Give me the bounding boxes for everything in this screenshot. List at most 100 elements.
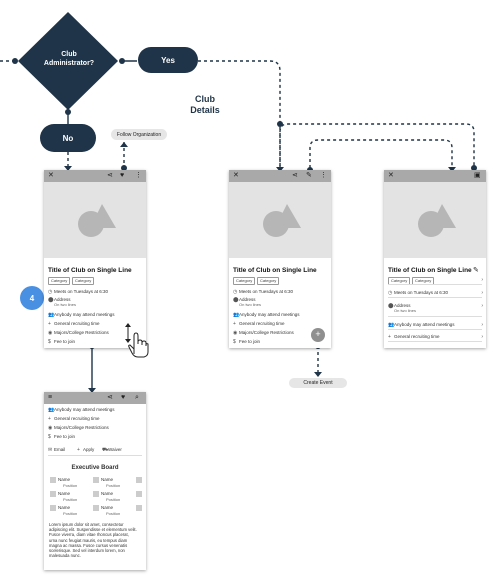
chevron-right-icon[interactable]: ›	[481, 303, 483, 309]
category-tag: Category	[48, 277, 71, 285]
attendance-row: 👥Anybody may attend meetings	[48, 407, 115, 413]
board-member[interactable]: Name	[93, 477, 113, 483]
edit-club-screen: ✕ ▣ Title of Club on Single Line ✎ Categ…	[384, 170, 486, 348]
board-member[interactable]: Name	[50, 477, 70, 483]
follow-organization-chip: Follow Organization	[111, 129, 167, 140]
member-position: Position	[106, 497, 121, 502]
club-image-placeholder	[229, 182, 331, 258]
step-badge: 4	[20, 286, 44, 310]
waiver-action[interactable]: ⛟Waiver	[102, 447, 122, 453]
board-member[interactable]	[136, 505, 144, 511]
category-tag[interactable]: Category	[412, 277, 435, 285]
board-member[interactable]: Name	[93, 505, 113, 511]
heart-icon[interactable]: ♥	[121, 394, 126, 401]
board-member[interactable]: Name	[50, 505, 70, 511]
board-member[interactable]: Name	[50, 491, 70, 497]
chevron-right-icon[interactable]: ›	[481, 334, 483, 340]
club-image-placeholder	[44, 182, 146, 258]
chevron-right-icon[interactable]: ›	[481, 277, 483, 283]
image-placeholder-icon	[263, 204, 301, 237]
attendance-row[interactable]: 👥Anybody may attend meetings	[388, 322, 455, 328]
close-icon[interactable]: ✕	[48, 172, 54, 179]
category-tag[interactable]: Category	[388, 277, 411, 285]
admin-loop-connector	[279, 123, 475, 168]
chevron-right-icon[interactable]: ›	[481, 290, 483, 296]
more-icon[interactable]: ⋮	[135, 172, 142, 179]
address-row[interactable]: ⬤Address	[388, 303, 411, 309]
image-placeholder-icon	[418, 204, 456, 237]
address-subline: On two lines	[239, 302, 262, 307]
board-member[interactable]	[136, 491, 144, 497]
category-tag: Category	[257, 277, 280, 285]
screen-toolbar: ✕ ⋖ ✎ ⋮	[229, 170, 331, 182]
recruiting-row[interactable]: +General recruiting time	[388, 334, 440, 340]
add-event-button[interactable]: +	[311, 328, 325, 342]
address-row: ⬤Address	[48, 297, 71, 303]
attendance-row: 👥Anybody may attend meetings	[48, 312, 115, 318]
share-icon[interactable]: ⋖	[107, 394, 113, 401]
divider	[388, 329, 482, 330]
fee-row: $Fee to join	[233, 339, 261, 345]
menu-icon[interactable]: ≡	[48, 394, 53, 401]
member-club-screen: ✕ ⋖ ♥ ⋮ Title of Club on Single Line Cat…	[44, 170, 146, 348]
screen-toolbar: ✕ ⋖ ♥ ⋮	[44, 170, 146, 182]
yes-node: Yes	[138, 47, 198, 73]
meeting-time-row[interactable]: ◷Meets on Tuesdays at 6:30	[388, 290, 449, 296]
divider	[388, 284, 482, 285]
address-subline: On two lines	[394, 308, 417, 313]
more-icon[interactable]: ⋮	[320, 172, 327, 179]
board-member[interactable]	[136, 477, 144, 483]
screen-toolbar: ≡ ⋖ ♥ ⌕	[44, 392, 146, 404]
majors-row: ◉Majors/College Restrictions	[233, 330, 294, 336]
share-icon[interactable]: ⋖	[292, 172, 298, 179]
edit-icon[interactable]: ✎	[306, 172, 312, 179]
yes-to-admin-connector	[198, 60, 281, 168]
divider	[48, 455, 142, 456]
section-title: Club Details	[190, 94, 220, 115]
club-title-field[interactable]: Title of Club on Single Line	[388, 267, 472, 274]
club-description: Lorem ipsum dolor sit amet, consectetur …	[49, 522, 137, 559]
apply-action[interactable]: +Apply	[77, 447, 95, 453]
meeting-time-row: ◷Meets on Tuesdays at 6:30	[48, 289, 109, 295]
close-icon[interactable]: ✕	[233, 172, 239, 179]
fee-row: $Fee to join	[48, 434, 76, 440]
member-position: Position	[106, 511, 121, 516]
admin-club-screen: ✕ ⋖ ✎ ⋮ Title of Club on Single Line Cat…	[229, 170, 331, 348]
close-icon[interactable]: ✕	[388, 172, 394, 179]
majors-row: ◉Majors/College Restrictions	[48, 330, 109, 336]
board-member[interactable]: Name	[93, 491, 113, 497]
club-image-placeholder	[384, 182, 486, 258]
member-position: Position	[63, 483, 78, 488]
create-event-chip: Create Event	[289, 378, 347, 388]
recruiting-row: +General recruiting time	[48, 321, 100, 327]
email-action[interactable]: ✉Email	[48, 447, 66, 453]
chevron-right-icon[interactable]: ›	[481, 322, 483, 328]
share-icon[interactable]: ⋖	[107, 172, 113, 179]
heart-icon[interactable]: ♥	[120, 172, 125, 179]
divider	[388, 297, 482, 298]
decision-diamond	[18, 12, 118, 110]
decision-label: Club Administrator?	[43, 51, 95, 67]
divider	[388, 341, 482, 342]
address-row: ⬤Address	[233, 297, 256, 303]
edit-connector	[309, 139, 453, 168]
executive-board-title: Executive Board	[71, 465, 119, 471]
club-title: Title of Club on Single Line	[233, 267, 317, 274]
divider	[388, 316, 482, 317]
scroll-gesture-icon	[125, 323, 149, 358]
search-icon[interactable]: ⌕	[135, 394, 139, 401]
member-position: Position	[63, 511, 78, 516]
meeting-time-row: ◷Meets on Tuesdays at 6:30	[233, 289, 294, 295]
image-placeholder-icon	[78, 204, 116, 237]
attendance-row: 👥Anybody may attend meetings	[233, 312, 300, 318]
save-icon[interactable]: ▣	[474, 172, 481, 179]
recruiting-row: +General recruiting time	[233, 321, 285, 327]
majors-row: ◉Majors/College Restrictions	[48, 425, 109, 431]
edit-icon[interactable]: ✎	[473, 267, 479, 274]
member-position: Position	[106, 483, 121, 488]
no-node: No	[40, 124, 96, 152]
screen-toolbar: ✕ ▣	[384, 170, 486, 182]
fee-row: $Fee to join	[48, 339, 76, 345]
club-detail-screen: ≡ ⋖ ♥ ⌕ 👥Anybody may attend meetings +Ge…	[44, 392, 146, 570]
